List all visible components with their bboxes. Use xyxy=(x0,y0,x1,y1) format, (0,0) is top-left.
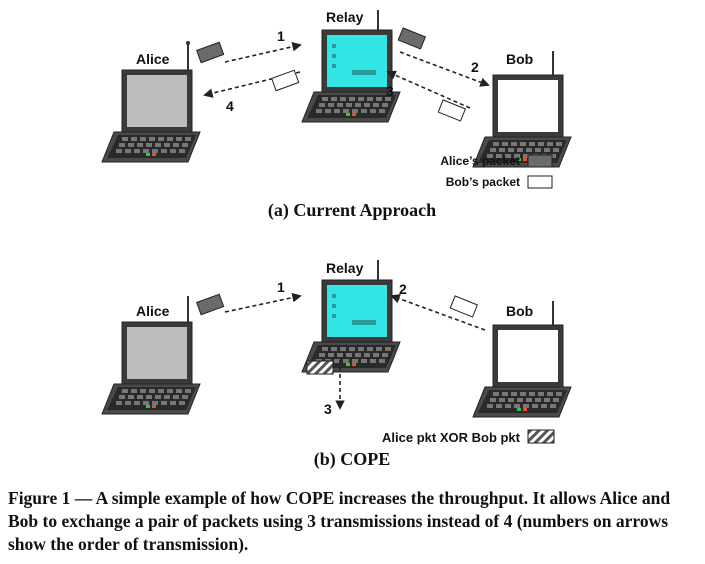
relay-label: Relay xyxy=(326,260,364,276)
alice-packet xyxy=(397,27,427,50)
bob-laptop xyxy=(472,51,572,168)
alice-packet xyxy=(196,293,225,316)
bob-label: Bob xyxy=(506,303,533,319)
bob-packet xyxy=(437,99,467,122)
arrow-3 xyxy=(386,70,471,109)
panel-b: Alice Relay Bob 1 2 3 Alice xyxy=(101,260,572,470)
legend-bob-swatch xyxy=(527,175,553,189)
bob-packet xyxy=(271,69,300,92)
step-2: 2 xyxy=(471,59,479,75)
panel-a: Alice Relay Bob 1 2 3 4 xyxy=(101,9,572,221)
bob-packet xyxy=(449,295,479,318)
relay-laptop xyxy=(301,260,401,373)
bob-label: Bob xyxy=(506,51,533,67)
relay-laptop xyxy=(301,10,401,123)
arrow-2 xyxy=(390,294,486,331)
legend-xor-swatch xyxy=(527,429,555,444)
alice-laptop xyxy=(101,41,201,163)
legend-alice-packet: Alice’s packet xyxy=(440,154,520,168)
arrow-1 xyxy=(224,292,302,313)
caption-a: (a) Current Approach xyxy=(268,200,436,221)
alice-label: Alice xyxy=(136,303,170,319)
figure-caption: Figure 1 — A simple example of how COPE … xyxy=(8,488,671,554)
alice-laptop xyxy=(101,296,201,415)
arrow-2 xyxy=(399,51,490,87)
legend-bob-packet: Bob’s packet xyxy=(446,175,520,189)
relay-label: Relay xyxy=(326,9,364,25)
alice-label: Alice xyxy=(136,51,170,67)
step-2: 2 xyxy=(399,281,407,297)
step-3: 3 xyxy=(324,401,332,417)
caption-b: (b) COPE xyxy=(314,449,391,470)
arrow-1 xyxy=(224,42,302,63)
legend-xor-packet: Alice pkt XOR Bob pkt xyxy=(382,430,521,445)
step-4: 4 xyxy=(226,98,234,114)
alice-packet xyxy=(196,41,225,64)
step-1: 1 xyxy=(277,279,285,295)
step-1: 1 xyxy=(277,28,285,44)
step-3: 3 xyxy=(386,83,394,99)
bob-laptop xyxy=(472,301,572,418)
xor-packet xyxy=(306,360,334,375)
legend-alice-swatch xyxy=(527,154,553,168)
